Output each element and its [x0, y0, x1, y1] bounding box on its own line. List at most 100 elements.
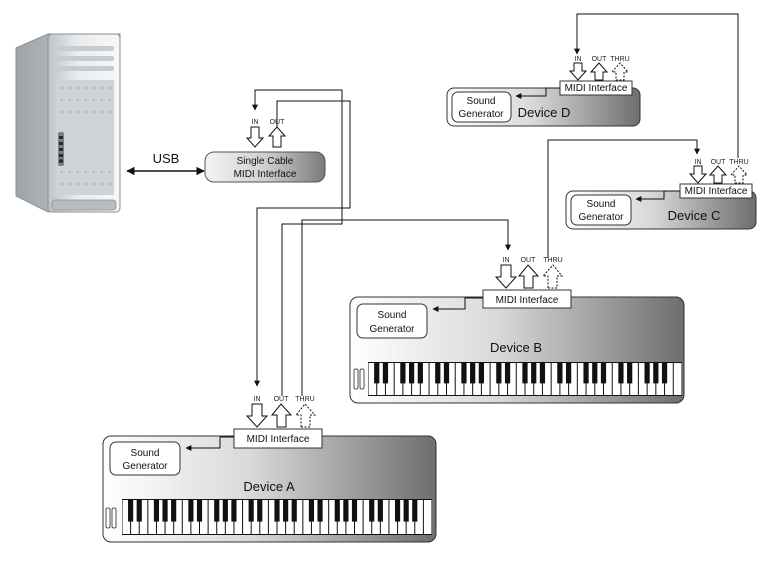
- device-c-midi-interface: MIDI Interface: [679, 183, 753, 199]
- black-key: [644, 363, 650, 384]
- device-c-thru-label: THRU: [729, 159, 748, 166]
- device-a-midi-interface: MIDI Interface: [233, 428, 323, 449]
- white-key: [372, 500, 380, 534]
- white-key: [516, 363, 525, 395]
- white-key: [217, 500, 225, 534]
- white-key: [508, 363, 516, 395]
- white-key: [165, 500, 174, 534]
- black-key: [504, 363, 511, 384]
- midi-out-port-icon: [270, 403, 293, 428]
- white-key: [586, 363, 595, 395]
- black-key: [539, 363, 546, 384]
- black-key: [374, 363, 380, 384]
- black-key: [592, 363, 598, 384]
- device-b-sound-line2: Generator: [369, 324, 415, 335]
- device-d-sound-line2: Generator: [458, 109, 504, 120]
- white-key: [429, 363, 438, 395]
- white-key: [621, 363, 630, 395]
- black-key: [443, 363, 450, 384]
- black-key: [600, 363, 607, 384]
- black-key: [274, 500, 280, 522]
- black-key: [334, 500, 340, 522]
- white-key: [191, 500, 199, 534]
- white-key: [346, 500, 354, 534]
- midi-thru-port-icon: [610, 62, 630, 81]
- black-key: [661, 363, 668, 384]
- white-key: [542, 363, 551, 395]
- interface-in-label: IN: [252, 119, 259, 126]
- black-key: [461, 363, 467, 384]
- white-key: [377, 363, 385, 395]
- black-key: [317, 500, 323, 522]
- black-key: [583, 363, 589, 384]
- black-key: [231, 500, 237, 522]
- device-b-in-label: IN: [503, 257, 510, 264]
- black-key: [531, 363, 537, 384]
- black-key: [222, 500, 228, 522]
- white-key: [612, 363, 621, 395]
- white-key: [438, 363, 446, 395]
- white-key: [268, 500, 277, 534]
- white-key: [415, 500, 423, 534]
- device-b: Sound Generator Device B MIDI Interface …: [349, 257, 685, 404]
- device-d-name: Device D: [518, 105, 571, 120]
- device-b-midi-interface: MIDI Interface: [482, 289, 572, 309]
- device-a-name: Device A: [243, 479, 295, 494]
- white-key: [525, 363, 534, 395]
- white-key: [208, 500, 217, 534]
- black-key: [153, 500, 160, 522]
- black-key: [435, 363, 441, 384]
- white-key: [329, 500, 337, 534]
- device-a-thru-label: THRU: [295, 396, 314, 403]
- white-key: [423, 500, 432, 534]
- white-key: [560, 363, 569, 395]
- white-key: [311, 500, 320, 534]
- device-b-pitch-wheels: [353, 368, 365, 390]
- device-a-keyboard: [122, 499, 432, 535]
- black-key: [377, 500, 383, 522]
- device-b-out-label: OUT: [521, 257, 537, 264]
- white-key: [673, 363, 682, 395]
- midi-out-port-icon: [267, 126, 287, 148]
- white-key: [455, 363, 464, 395]
- white-key: [577, 363, 586, 395]
- white-key: [122, 500, 131, 534]
- white-key: [174, 500, 182, 534]
- black-key: [557, 363, 563, 384]
- white-key: [490, 363, 499, 395]
- white-key: [368, 363, 377, 395]
- white-key: [647, 363, 656, 395]
- device-a-in-label: IN: [254, 396, 261, 403]
- black-key: [162, 500, 168, 522]
- midi-in-port-icon: [245, 126, 265, 148]
- white-key: [243, 500, 251, 534]
- black-key: [257, 500, 263, 522]
- black-key: [369, 500, 375, 522]
- device-d-sound-generator: Sound Generator: [451, 91, 512, 123]
- white-key: [294, 500, 303, 534]
- single-cable-midi-interface: Single Cable MIDI Interface IN OUT: [204, 119, 326, 183]
- midi-thru-port-icon: [541, 264, 564, 289]
- white-key: [320, 500, 329, 534]
- white-key: [394, 363, 403, 395]
- black-key: [343, 500, 349, 522]
- usb-label: USB: [153, 151, 180, 166]
- white-key: [447, 363, 455, 395]
- white-key: [251, 500, 260, 534]
- white-key: [182, 500, 191, 534]
- black-key: [136, 500, 142, 522]
- white-key: [656, 363, 665, 395]
- white-key: [420, 363, 429, 395]
- interface-title-line1: Single Cable: [237, 156, 294, 167]
- device-c-midi-label: MIDI Interface: [685, 186, 748, 197]
- device-d-midi-interface: MIDI Interface: [559, 80, 633, 96]
- white-key: [363, 500, 372, 534]
- white-key: [403, 363, 412, 395]
- white-key: [355, 500, 363, 534]
- midi-thru-port-icon: [294, 403, 317, 428]
- device-c-out-label: OUT: [711, 159, 727, 166]
- device-d-in-label: IN: [575, 56, 582, 63]
- black-key: [403, 500, 409, 522]
- black-key: [470, 363, 476, 384]
